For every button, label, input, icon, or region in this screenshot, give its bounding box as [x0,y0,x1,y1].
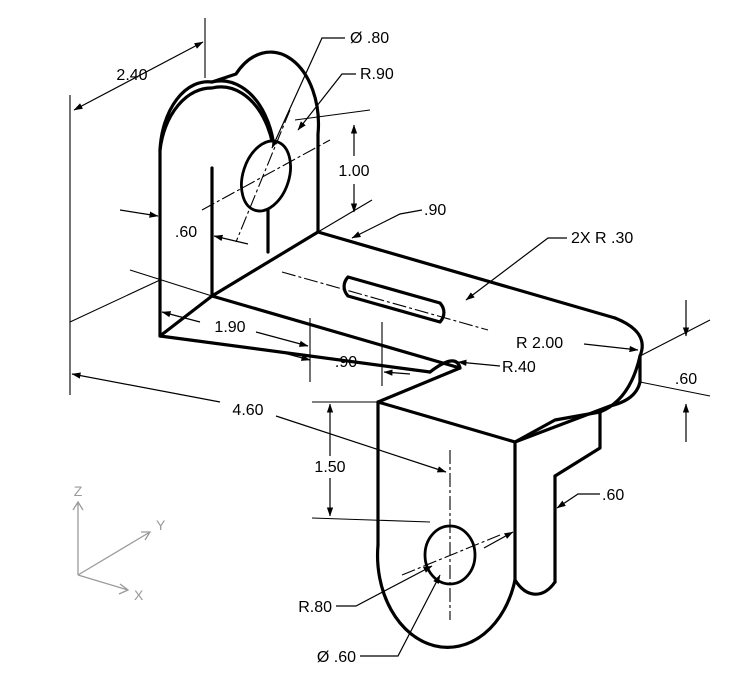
axis-y-label: Y [156,517,166,533]
dimension-labels: 2.40 Ø .80 R.90 1.00 .90 2X R .30 .60 1.… [116,30,697,666]
dim-r-2-00: R 2.00 [516,335,563,352]
dim-1-50: 1.50 [314,459,345,476]
axis-x-label: X [134,587,144,603]
part-outline [158,50,644,649]
dim-60-lower: .60 [602,487,624,504]
dim-4-60: 4.60 [232,402,263,419]
dimension-lines [71,37,690,657]
dim-2x-r-30: 2X R .30 [571,230,633,247]
dim-1-00: 1.00 [338,163,369,180]
extension-lines [69,18,711,523]
upper-hole [240,139,292,213]
dim-60-wall: .60 [175,224,197,241]
dim-dia-60: Ø .60 [317,649,356,666]
axis-z-label: Z [74,483,83,499]
centerlines [201,109,501,620]
dim-90-lower: .90 [335,354,357,371]
axis-triad: Z Y X [72,483,166,603]
dim-r-90: R.90 [360,66,394,83]
dim-r-80: R.80 [298,599,332,616]
dim-dia-80: Ø .80 [350,30,389,47]
dim-2-40: 2.40 [116,67,147,84]
dim-90-top: .90 [424,202,446,219]
dim-60-right: .60 [675,371,697,388]
dim-r-40: R.40 [502,359,536,376]
dim-1-90: 1.90 [214,319,245,336]
